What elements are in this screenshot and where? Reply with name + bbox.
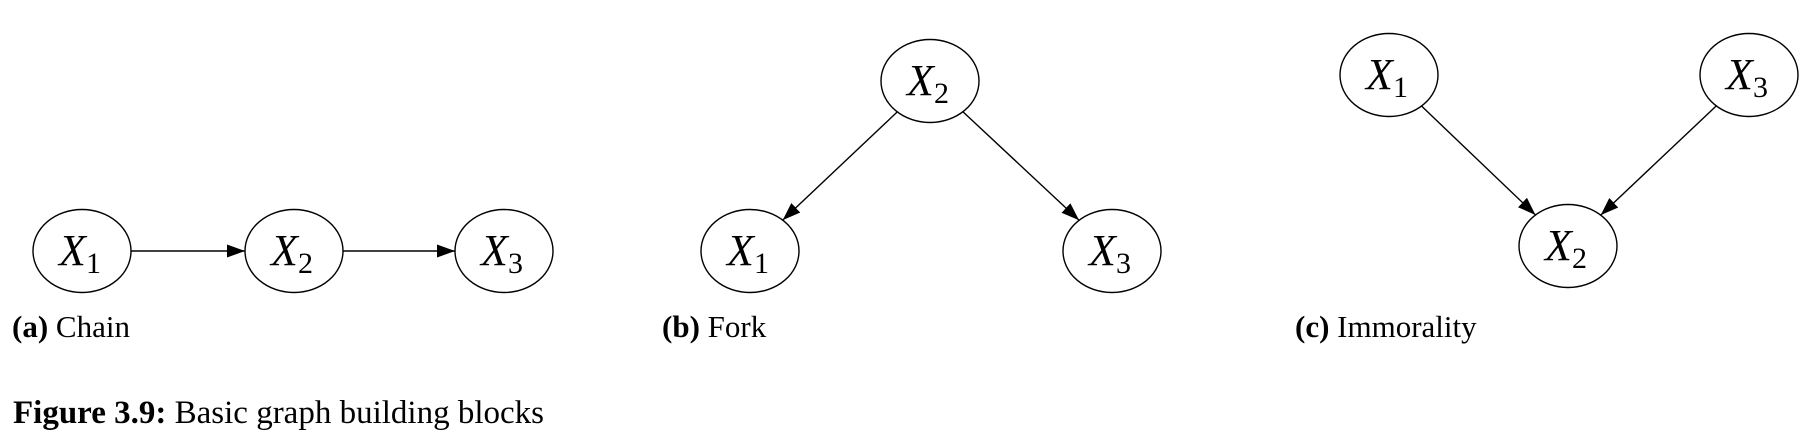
caption-immorality: (c) Immorality [1295, 311, 1477, 342]
caption-immorality-label: (c) [1295, 309, 1330, 344]
caption-fork: (b) Fork [662, 311, 766, 342]
node-immorality-X3 [1699, 32, 1799, 118]
node-label-fork-X3: X3 [1087, 226, 1131, 280]
figure-caption: Figure 3.9: Basic graph building blocks [13, 397, 544, 430]
node-label-immorality-X3: X3 [1724, 50, 1768, 104]
node-immorality-X1 [1339, 32, 1439, 118]
node-immorality-X2 [1518, 203, 1618, 289]
node-fork-X2 [880, 38, 980, 124]
edge-fork-X2-X1 [782, 111, 898, 221]
node-label-immorality-X1: X1 [1364, 50, 1408, 104]
edge-immorality-X3-X2 [1600, 105, 1717, 216]
node-label-chain-X3: X3 [479, 226, 523, 280]
node-label-fork-X2: X2 [905, 56, 949, 110]
node-chain-X2 [244, 208, 344, 294]
node-fork-X1 [700, 208, 800, 294]
diagram-chain: X1 X2 X3 [32, 208, 554, 294]
edge-immorality-X1-X2 [1421, 105, 1536, 216]
figure-caption-text: Basic graph building blocks [174, 395, 544, 431]
caption-chain: (a) Chain [12, 311, 130, 342]
caption-chain-text: Chain [55, 309, 130, 344]
caption-fork-label: (b) [662, 309, 700, 344]
node-label-chain-X1: X1 [57, 226, 101, 280]
node-fork-X3 [1062, 208, 1162, 294]
figure-caption-label: Figure 3.9: [13, 395, 167, 431]
node-chain-X3 [454, 208, 554, 294]
node-label-fork-X1: X1 [725, 226, 769, 280]
caption-immorality-text: Immorality [1337, 309, 1477, 344]
node-chain-X1 [32, 208, 132, 294]
caption-chain-label: (a) [12, 309, 49, 344]
caption-fork-text: Fork [707, 309, 767, 344]
edge-fork-X2-X3 [962, 111, 1080, 221]
node-label-immorality-X2: X2 [1543, 221, 1587, 275]
node-label-chain-X2: X2 [269, 226, 313, 280]
